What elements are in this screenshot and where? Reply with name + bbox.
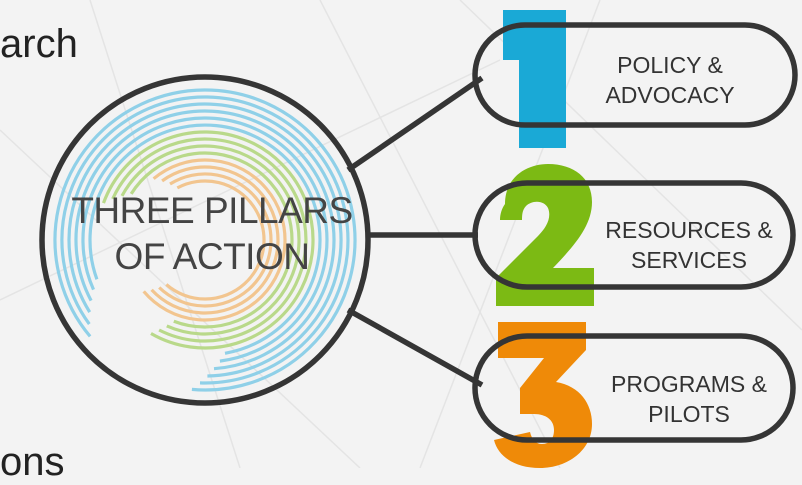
arcs-orange	[142, 158, 287, 322]
number-2-shape	[496, 164, 594, 306]
arcs-blue	[53, 88, 357, 392]
center-circle	[39, 74, 371, 406]
connector-3	[346, 307, 484, 388]
pillar-3-line2: PILOTS	[648, 401, 730, 427]
pillar-1-line1: POLICY &	[617, 52, 723, 78]
arcs-green	[101, 130, 315, 350]
arcs-orange-ring	[142, 158, 287, 322]
arcs-blue-ring	[81, 116, 329, 363]
background-text-top: arch	[0, 22, 78, 66]
background-text-bottom: ons	[0, 440, 65, 484]
pillar-2-line2: SERVICES	[631, 247, 747, 273]
arcs-green-ring	[111, 137, 308, 343]
number-3-shape	[494, 322, 592, 468]
pill-1-outline	[472, 22, 798, 128]
arcs-blue-ring	[53, 88, 357, 392]
pillar-2-line1: RESOURCES &	[605, 217, 773, 243]
decorative-arcs	[53, 88, 357, 392]
center-label-line1: THREE PILLARS	[71, 190, 353, 231]
number-1-shape	[503, 10, 566, 148]
arcs-blue-ring	[67, 102, 343, 378]
arcs-orange-ring	[158, 172, 273, 308]
numbers	[494, 10, 594, 468]
connector-1	[346, 75, 484, 173]
arcs-green-ring	[120, 144, 301, 336]
arcs-blue-ring	[88, 123, 322, 355]
center-label: THREE PILLARS OF ACTION	[56, 188, 368, 280]
pill-2-outline	[472, 180, 796, 290]
pillar-3-label: PROGRAMS & PILOTS	[594, 369, 784, 429]
arcs-orange-ring	[165, 179, 266, 301]
center-label-line2: OF ACTION	[114, 236, 310, 277]
connector-lines	[346, 75, 484, 388]
pillar-1-label: POLICY & ADVOCACY	[590, 50, 750, 110]
arcs-blue-ring	[60, 95, 350, 385]
pillar-3-line1: PROGRAMS &	[611, 371, 767, 397]
arcs-blue-ring	[74, 109, 336, 371]
pillar-1-line2: ADVOCACY	[605, 82, 735, 108]
pill-3-outline	[472, 333, 796, 443]
arcs-green-ring	[129, 151, 294, 329]
pills	[472, 22, 798, 443]
pillar-2-label: RESOURCES & SERVICES	[594, 215, 784, 275]
arcs-green-ring	[101, 130, 315, 350]
arcs-orange-ring	[150, 165, 280, 315]
